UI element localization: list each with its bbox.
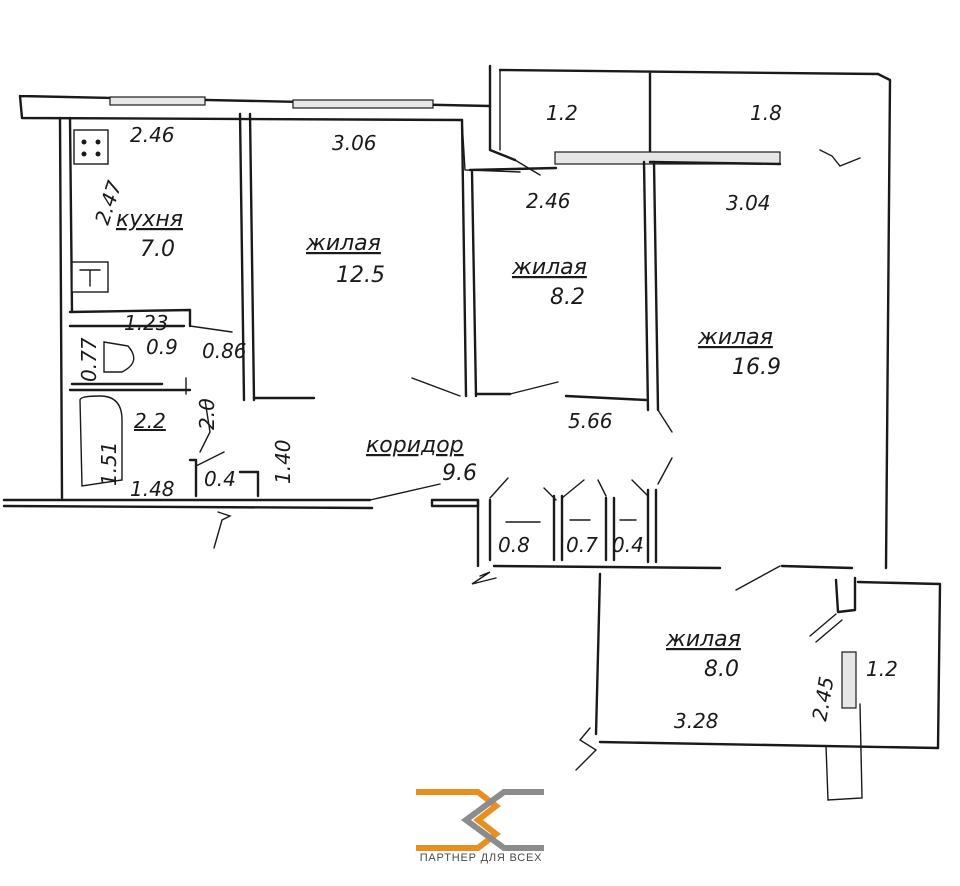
logo-caption: ПАРТНЕР ДЛЯ ВСЕХ (419, 852, 543, 864)
living3-width-label: 3.04 (726, 191, 771, 215)
balcony2-label: 1.8 (750, 101, 782, 125)
stove-icon (73, 129, 109, 165)
living3-area-label: 16.9 (732, 355, 781, 380)
corridor-name-label: коридор (366, 433, 464, 458)
living2-width-label: 2.46 (526, 189, 571, 213)
living2-name-label: жилая (511, 255, 587, 280)
living1-area-label: 12.5 (336, 263, 385, 288)
bathroom-width-label: 1.48 (130, 477, 175, 501)
partner-logo (416, 789, 544, 851)
corridor-width-label: 1.40 (271, 439, 295, 484)
kitchen-labels: 2.46 2.47 кухня 7.0 (90, 123, 183, 262)
living3-name-label: жилая (697, 325, 773, 350)
living4-width-label: 3.28 (674, 709, 719, 733)
corridor-area-label: 9.6 (442, 461, 477, 486)
toilet-area-label: 0.9 (146, 335, 178, 359)
outer-walls (2, 64, 942, 801)
toilet-depth-label: 0.77 (77, 337, 101, 382)
toilet-bowl (103, 341, 135, 373)
living1-labels: 3.06 жилая 12.5 (305, 131, 385, 288)
living1-window (292, 99, 434, 109)
bathtub (79, 395, 123, 487)
living4-area-label: 8.0 (704, 657, 739, 682)
balcony3-label: 1.2 (866, 657, 898, 681)
bathroom-area-label: 2.2 (134, 409, 166, 433)
toilet-door-label: 0.86 (202, 339, 247, 363)
living2-labels: 2.46 жилая 8.2 (511, 189, 587, 310)
living4-depth-label: 2.45 (807, 675, 838, 723)
balcony-labels: 1.2 1.8 1.2 (546, 101, 898, 681)
sink-icon (71, 261, 109, 293)
living3-labels: 3.04 жилая 16.9 (697, 191, 781, 380)
kitchen-area-label: 7.0 (140, 237, 175, 262)
corridor-length-label: 5.66 (568, 409, 613, 433)
corridor-labels: 1.40 коридор 9.6 5.66 (271, 409, 613, 486)
living4-name-label: жилая (665, 627, 741, 652)
toilet-width-label: 1.23 (124, 311, 169, 335)
logo-orange-mark (416, 789, 501, 851)
storage-3-label: 0.4 (612, 533, 644, 557)
toilet-labels: 1.23 0.77 0.9 0.86 (77, 311, 247, 382)
balcony1-label: 1.2 (546, 101, 578, 125)
bathroom-depth-label: 1.51 (97, 441, 121, 486)
living4-labels: жилая 8.0 3.28 2.45 (665, 627, 839, 733)
living2-area-label: 8.2 (550, 285, 585, 310)
living1-name-label: жилая (305, 231, 381, 256)
bathroom-labels: 2.2 1.51 1.48 2.0 0.4 (97, 398, 236, 501)
balcony3-window (841, 651, 857, 709)
living1-width-label: 3.06 (332, 131, 377, 155)
storage-1-label: 0.8 (498, 533, 530, 557)
kitchen-window (109, 96, 206, 106)
inner-walls (68, 112, 673, 585)
closet-area-label: 0.4 (204, 467, 236, 491)
kitchen-width-label: 2.46 (130, 123, 175, 147)
storage-labels: 0.8 0.7 0.4 (498, 533, 644, 557)
logo-gray-mark (460, 789, 544, 851)
storage-2-label: 0.7 (566, 533, 598, 557)
balcony-door-window (554, 151, 781, 165)
bathroom-side-label: 2.0 (195, 398, 219, 430)
kitchen-name-label: кухня (116, 207, 183, 232)
